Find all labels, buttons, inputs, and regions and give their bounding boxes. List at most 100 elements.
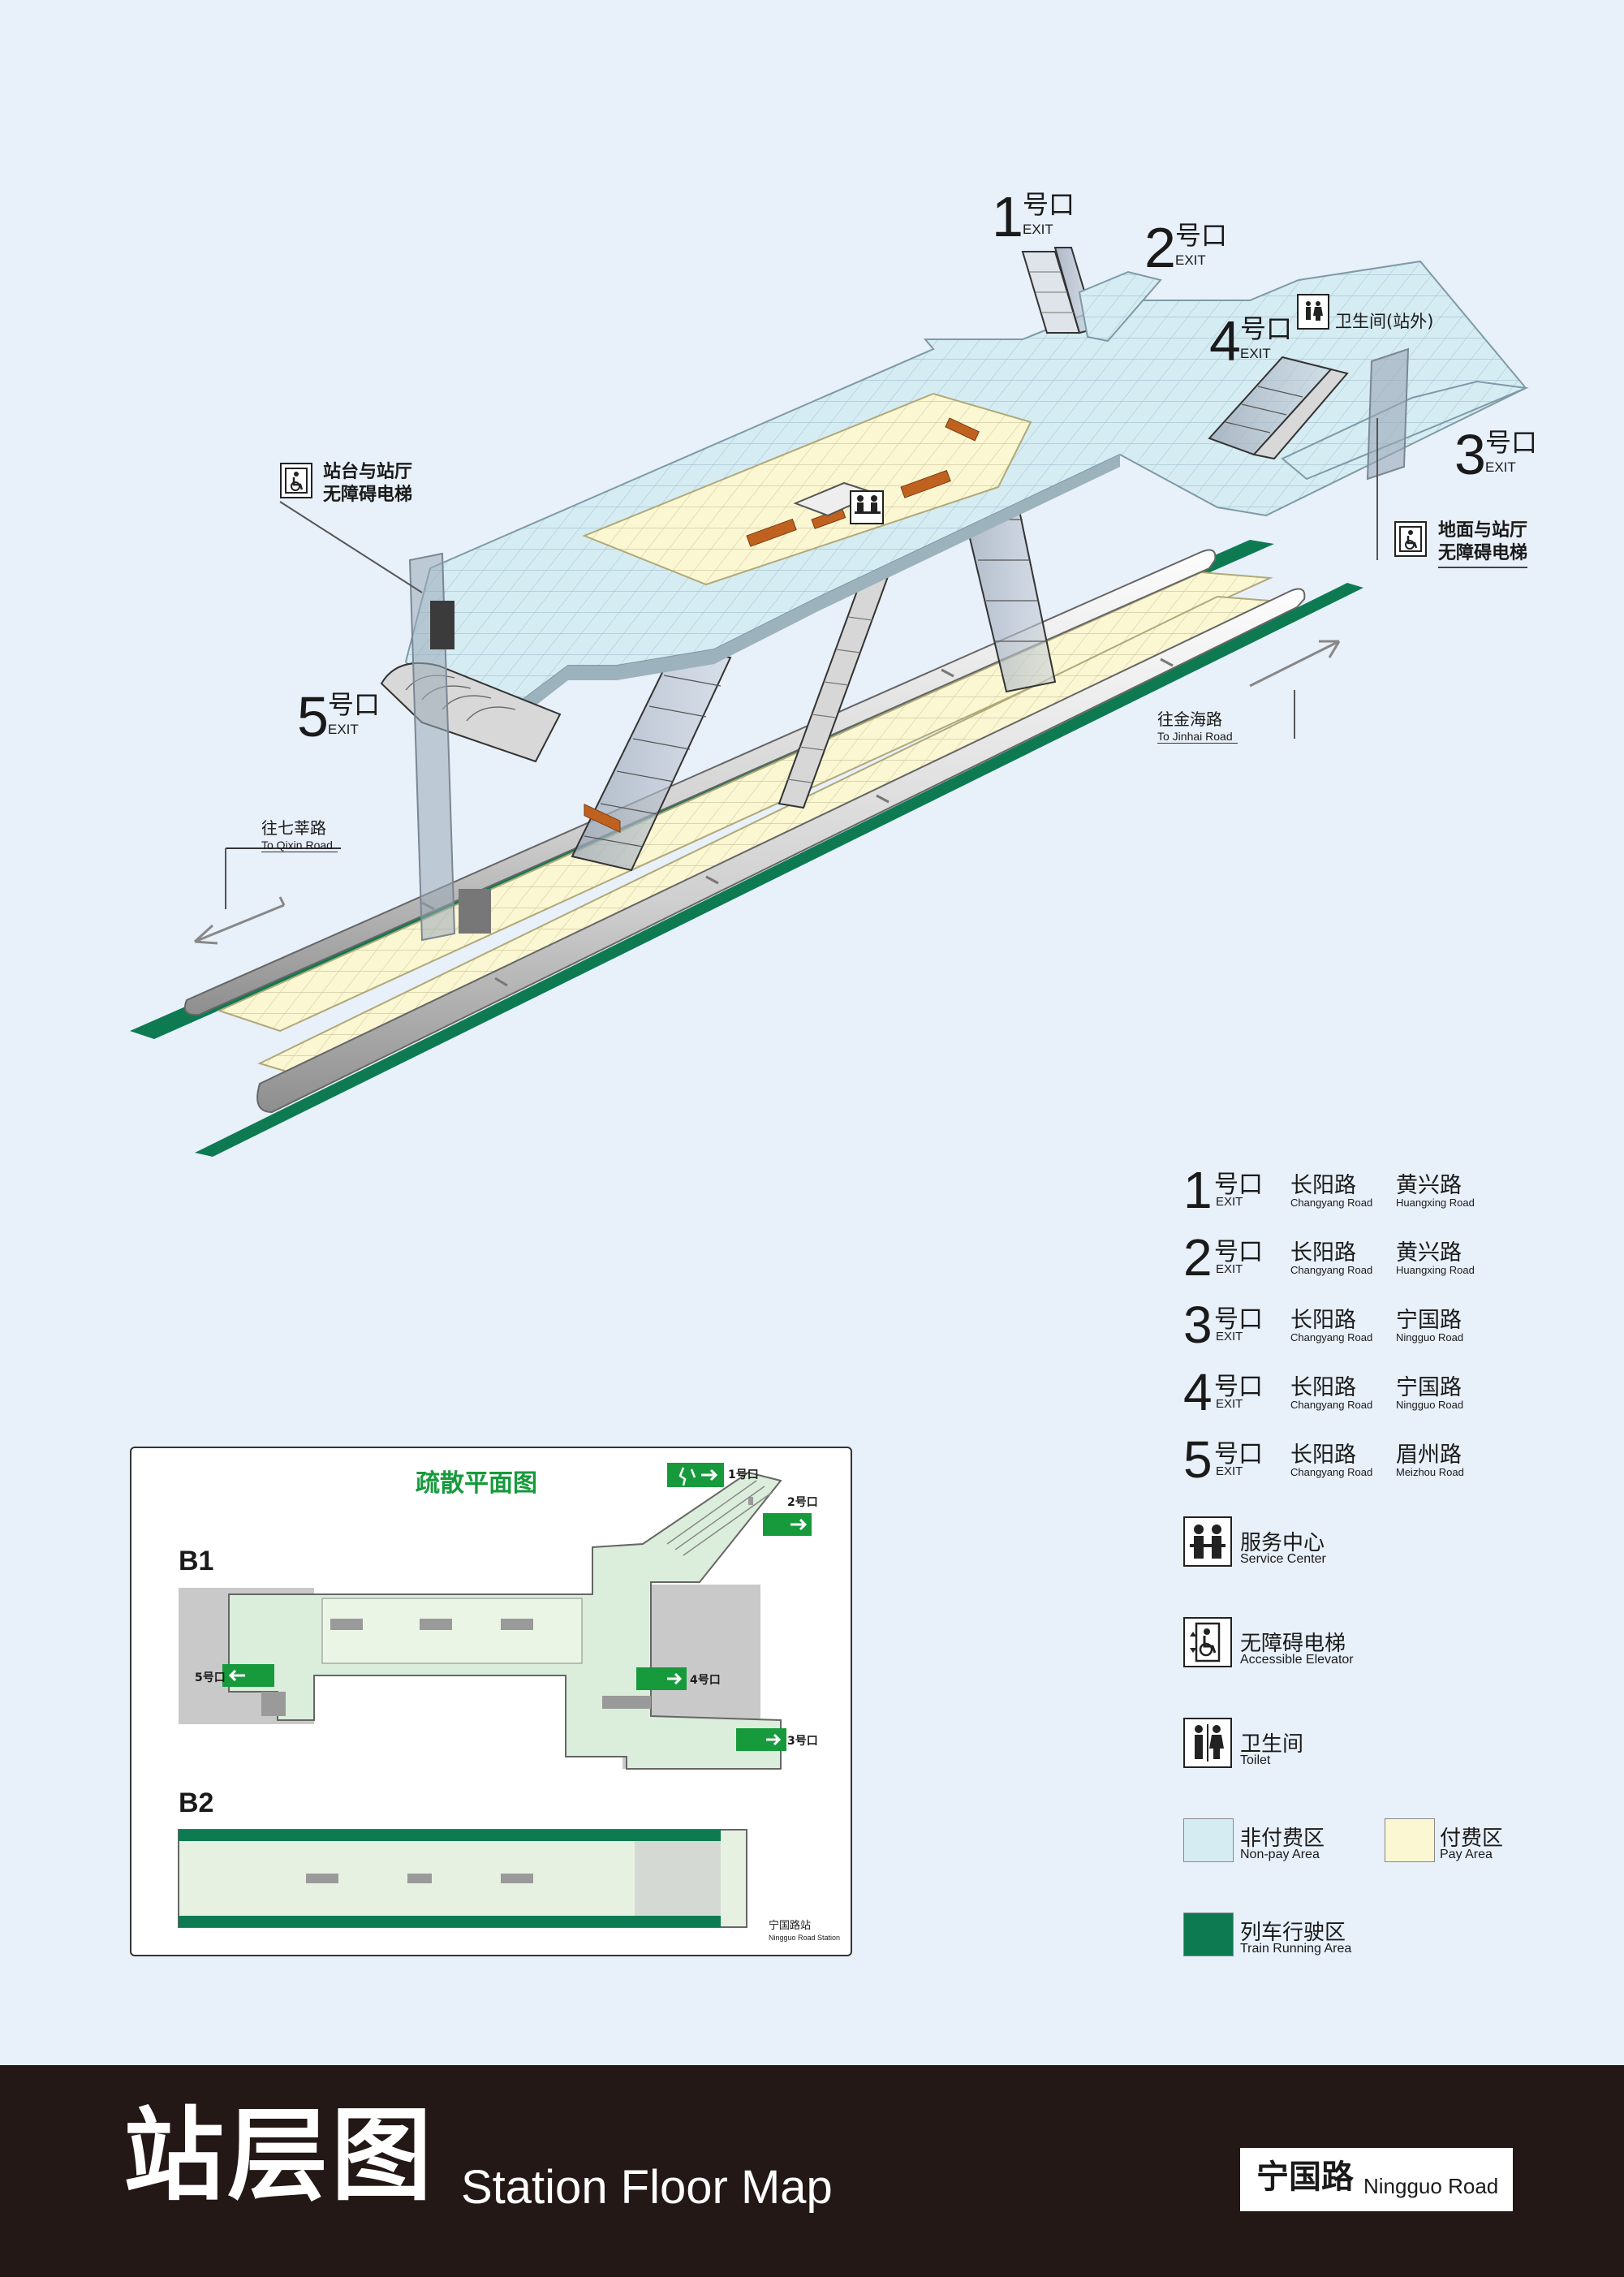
legend-exit-4-number: 4 bbox=[1183, 1363, 1213, 1421]
arrow-to-qixin-road bbox=[193, 896, 286, 945]
legend-service-en: Service Center bbox=[1240, 1552, 1326, 1566]
exit-2-hk: 号口 bbox=[1175, 220, 1228, 251]
exit-4-ex: EXIT bbox=[1240, 346, 1271, 361]
legend-exit-2-number: 2 bbox=[1183, 1228, 1213, 1287]
legend-exit-1-road2: 黄兴路 bbox=[1396, 1173, 1462, 1198]
exit-1-hk: 号口 bbox=[1023, 189, 1075, 220]
exit-1-label: 1 号口 EXIT bbox=[992, 185, 1075, 248]
legend-exit-2-ex: EXIT bbox=[1216, 1262, 1243, 1276]
footer-title-en: Station Floor Map bbox=[461, 2161, 833, 2214]
direction-jinhai: 往金海路 To Jinhai Road bbox=[1157, 706, 1238, 744]
b1-exit1-escalator bbox=[666, 1480, 773, 1556]
exit-2-ex: EXIT bbox=[1175, 252, 1206, 268]
exit-4-number: 4 bbox=[1209, 309, 1241, 373]
legend-exit-4-road2: 宁国路 bbox=[1396, 1375, 1462, 1400]
evacuation-plan: 疏散平面图 B1 B2 1号口 2号口 3号口 4号口 5号口 宁国路站 Nin… bbox=[130, 1447, 852, 1956]
b2-track-top bbox=[179, 1830, 721, 1841]
legend-exit-2-road1: 长阳路 bbox=[1290, 1240, 1356, 1266]
legend-exit-4-ex: EXIT bbox=[1216, 1397, 1243, 1411]
b1-escalators bbox=[261, 1497, 753, 1716]
exit-5-number: 5 bbox=[297, 685, 329, 748]
legend-exit-5-road2: 眉州路 bbox=[1396, 1443, 1462, 1468]
evac-exit1-label: 1号口 bbox=[728, 1468, 759, 1481]
track-bed-near bbox=[195, 583, 1363, 1157]
legend-exit-1-road1-en: Changyang Road bbox=[1290, 1197, 1373, 1209]
station-name-en: Ningguo Road bbox=[1363, 2174, 1499, 2198]
evac-floor-b1: B1 bbox=[179, 1546, 214, 1576]
legend-exit-5: 5 号口 EXIT 长阳路 Changyang Road 眉州路 Meizhou… bbox=[1183, 1429, 1524, 1486]
legend-exit-2: 2 号口 EXIT 长阳路 Changyang Road 黄兴路 Huangxi… bbox=[1183, 1227, 1524, 1283]
legend-exit-3-road1: 长阳路 bbox=[1290, 1308, 1356, 1333]
legend-exit-4: 4 号口 EXIT 长阳路 Changyang Road 宁国路 Ningguo… bbox=[1183, 1361, 1524, 1418]
legend-exit-4-road1: 长阳路 bbox=[1290, 1375, 1356, 1400]
b1-pay-zone bbox=[321, 1598, 583, 1664]
legend-exit-2-hk: 号口 bbox=[1214, 1238, 1263, 1266]
legend-exit-1-number: 1 bbox=[1183, 1161, 1213, 1219]
footer-bar: 站层图 Station Floor Map 宁国路 Ningguo Road bbox=[0, 2065, 1624, 2277]
evac-exit-sign-2 bbox=[763, 1513, 812, 1536]
exit-3-ex: EXIT bbox=[1485, 459, 1516, 475]
exit-2-corridor bbox=[1078, 270, 1162, 343]
legend-toilet-en: Toilet bbox=[1240, 1753, 1271, 1767]
direction-qixin-cn: 往七莘路 bbox=[261, 818, 326, 838]
evac-exit5-label: 5号口 bbox=[195, 1671, 226, 1684]
legend-exit-4-road1-en: Changyang Road bbox=[1290, 1399, 1373, 1411]
accessible-elevator-icon bbox=[1183, 1617, 1232, 1667]
legend-exit-3-road2: 宁国路 bbox=[1396, 1308, 1462, 1333]
legend-exit-2-road2: 黄兴路 bbox=[1396, 1240, 1462, 1266]
b2-end-gray bbox=[635, 1841, 721, 1916]
legend-exit-3: 3 号口 EXIT 长阳路 Changyang Road 宁国路 Ningguo… bbox=[1183, 1294, 1524, 1351]
legend-train-en: Train Running Area bbox=[1240, 1942, 1352, 1956]
legend-exit-5-road2-en: Meizhou Road bbox=[1396, 1466, 1464, 1478]
service-center-icon bbox=[855, 495, 881, 514]
station-name-box: 宁国路 Ningguo Road bbox=[1240, 2148, 1513, 2211]
legend-nonpay-en: Non-pay Area bbox=[1240, 1848, 1320, 1861]
escalator-to-platform-left bbox=[571, 648, 732, 872]
concourse-pay-area bbox=[582, 392, 1032, 586]
exit-3-hk: 号口 bbox=[1485, 427, 1538, 458]
pay-area-swatch bbox=[1385, 1818, 1435, 1862]
toilet-icon bbox=[1183, 1718, 1232, 1768]
callout-toilet-outside: 卫生间(站外) bbox=[1335, 312, 1434, 331]
exit-5-ex: EXIT bbox=[328, 722, 359, 737]
direction-jinhai-cn: 往金海路 bbox=[1157, 709, 1222, 729]
footer-title-cn: 站层图 bbox=[123, 2098, 436, 2214]
legend-exit-2-road2-en: Huangxing Road bbox=[1396, 1264, 1475, 1276]
elevator-ground-shaft bbox=[1366, 347, 1410, 481]
legend-pay-en: Pay Area bbox=[1440, 1848, 1493, 1861]
legend-exit-5-road1: 长阳路 bbox=[1290, 1443, 1356, 1468]
fare-gates bbox=[584, 417, 980, 833]
callout-elevator-platform: 站台与站厅 无障碍电梯 bbox=[323, 462, 413, 505]
legend-exit-4-hk: 号口 bbox=[1214, 1373, 1263, 1401]
evac-exit-sign-4 bbox=[636, 1667, 687, 1690]
legend-exit-5-hk: 号口 bbox=[1214, 1440, 1263, 1468]
evac-exit-sign-5 bbox=[222, 1664, 274, 1687]
exit-4-label: 4 号口 EXIT bbox=[1209, 313, 1292, 369]
exit-4-escalator bbox=[1208, 356, 1349, 460]
b2-track-bottom bbox=[179, 1916, 721, 1927]
exit-2-label: 2 号口 EXIT bbox=[1144, 219, 1227, 276]
evac-station-en: Ningguo Road Station bbox=[769, 1934, 841, 1942]
legend-pay-cn: 付费区 bbox=[1440, 1826, 1504, 1851]
evac-station-cn: 宁国路站 bbox=[769, 1920, 812, 1932]
legend-exit-3-number: 3 bbox=[1183, 1296, 1213, 1354]
service-center-icon bbox=[1183, 1516, 1232, 1567]
evac-exit2-label: 2号口 bbox=[787, 1496, 818, 1509]
legend-elevator-cn: 无障碍电梯 bbox=[1240, 1632, 1346, 1656]
exit-1-ex: EXIT bbox=[1023, 222, 1053, 237]
leader-elevator-platform bbox=[279, 501, 423, 593]
accessible-elevator-icon bbox=[1394, 521, 1427, 557]
accessible-elevator-icon bbox=[280, 463, 312, 498]
legend-toilet-cn: 卫生间 bbox=[1240, 1732, 1304, 1757]
exit-4-hk: 号口 bbox=[1240, 313, 1293, 344]
evac-exit-sign-3 bbox=[736, 1728, 786, 1751]
legend-exit-1-ex: EXIT bbox=[1216, 1195, 1243, 1209]
exit-5-hk: 号口 bbox=[328, 689, 381, 720]
station-name-cn: 宁国路 bbox=[1256, 2158, 1354, 2196]
b2-escalators bbox=[306, 1874, 533, 1883]
exit-1-number: 1 bbox=[992, 185, 1023, 248]
station-3d-diagram bbox=[130, 247, 1529, 1157]
arrow-to-jinhai-road bbox=[1249, 640, 1341, 688]
evac-exit4-label: 4号口 bbox=[690, 1674, 721, 1687]
exit-5-label: 5 号口 EXIT bbox=[297, 685, 380, 748]
